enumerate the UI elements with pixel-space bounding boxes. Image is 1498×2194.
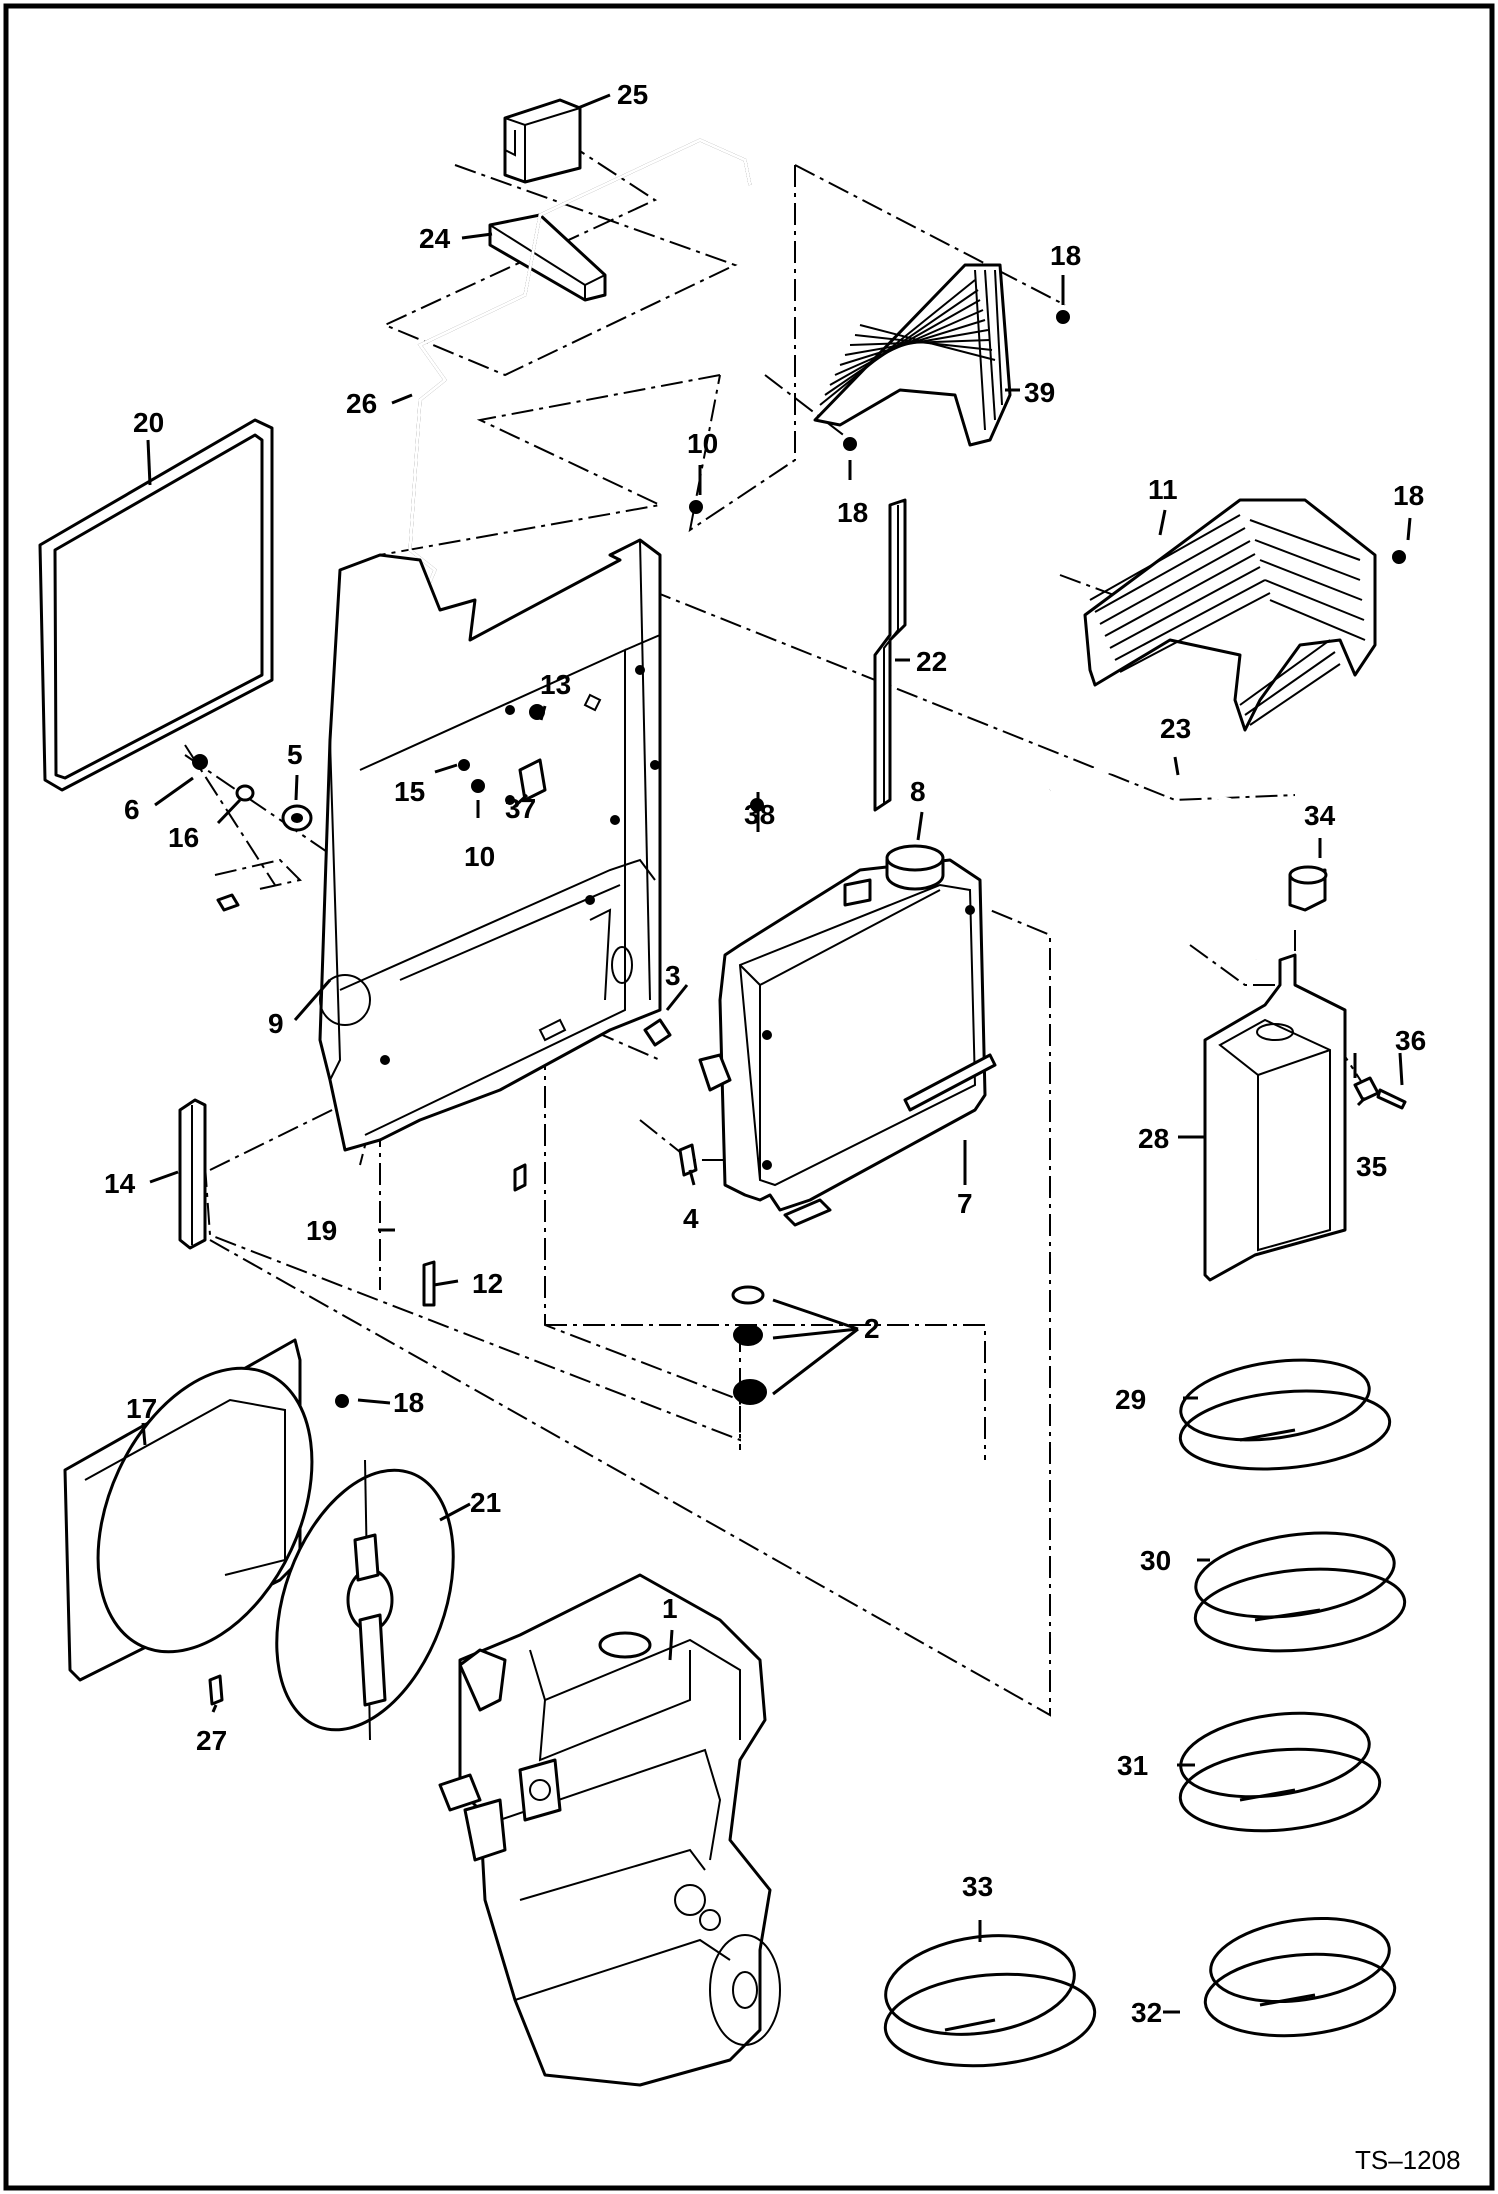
bolt [216, 893, 240, 912]
callout-5: 5 [287, 739, 303, 770]
part-2-mount [733, 1324, 763, 1346]
callout-33: 33 [962, 1871, 993, 1902]
callout-25: 25 [617, 79, 648, 110]
part-36-bolt [1376, 1088, 1407, 1110]
callout-22: 22 [916, 646, 947, 677]
part-2-washer [731, 1285, 765, 1305]
part-15-washer [458, 759, 470, 771]
part-19-bolt [513, 1163, 527, 1192]
callout-13: 13 [540, 669, 571, 700]
part-28-reservoir [1203, 953, 1347, 1282]
callout-26: 26 [346, 388, 377, 419]
callout-1: 1 [662, 1593, 678, 1624]
part-6-nut [192, 754, 208, 770]
part-17-fan-shroud [63, 1338, 314, 1682]
part-11-screen [1083, 498, 1377, 732]
callout-20: 20 [133, 407, 164, 438]
part-27-bolt [208, 1674, 224, 1706]
callout-4: 4 [683, 1203, 699, 1234]
callout-37: 37 [505, 793, 536, 824]
callout-17: 17 [126, 1393, 157, 1424]
part-37-bracket [518, 758, 547, 802]
callout-10b: 10 [464, 841, 495, 872]
callout-28: 28 [1138, 1123, 1169, 1154]
part-16-washer [235, 784, 255, 802]
part-18-screw-b [843, 437, 857, 451]
part-24-bar [488, 213, 607, 302]
part-10-nut-a [689, 500, 703, 514]
part-21-fan [275, 1459, 455, 1741]
callout-leaders [141, 93, 1412, 2014]
part-2-rubber [733, 1379, 767, 1405]
part-9-shroud-housing [318, 538, 662, 1152]
callout-2: 2 [864, 1313, 880, 1344]
part-33-hose [883, 1934, 1097, 2068]
part-31-hose [1178, 1711, 1382, 1833]
callout-24: 24 [419, 223, 451, 254]
part-23-hose [1048, 768, 1257, 961]
callout-29: 29 [1115, 1384, 1146, 1415]
part-7-radiator [718, 844, 997, 1227]
callout-8: 8 [910, 776, 926, 807]
callout-16: 16 [168, 822, 199, 853]
part-4-bolt [678, 1143, 698, 1177]
part-35-nut [1353, 1076, 1380, 1102]
callout-labels: 25 24 26 20 10 18 18 39 11 18 22 23 34 3… [104, 79, 1426, 2028]
part-20-gasket [38, 418, 274, 792]
callout-36: 36 [1395, 1025, 1426, 1056]
callout-3: 3 [665, 960, 681, 991]
callout-11: 11 [1148, 474, 1178, 505]
callout-18d: 18 [393, 1387, 424, 1418]
callout-38: 38 [744, 799, 775, 830]
part-1-engine [438, 1573, 781, 2087]
callout-6: 6 [124, 794, 140, 825]
callout-27: 27 [196, 1725, 227, 1756]
callout-7: 7 [957, 1188, 973, 1219]
part-10-nut-b [471, 779, 485, 793]
part-25-block [503, 98, 582, 184]
callout-32: 32 [1131, 1997, 1162, 2028]
callout-39: 39 [1024, 377, 1055, 408]
callout-15: 15 [394, 776, 425, 807]
part-12-bolt [422, 1260, 436, 1307]
part-39-screen [813, 263, 1012, 447]
part-22-seal-strip [873, 498, 907, 812]
callout-19: 19 [306, 1215, 337, 1246]
callout-31: 31 [1117, 1750, 1148, 1781]
drawing-code: TS–1208 [1355, 2145, 1461, 2175]
part-18-screw-c [1392, 550, 1406, 564]
callout-18b: 18 [837, 497, 868, 528]
callout-18c: 18 [1393, 480, 1424, 511]
callout-34: 34 [1304, 800, 1336, 831]
part-14-strip [178, 1098, 207, 1250]
callout-10a: 10 [687, 428, 718, 459]
part-34-cap [1288, 865, 1328, 912]
callout-9: 9 [268, 1008, 284, 1039]
part-3-clip [643, 1018, 672, 1047]
part-18-screw-a [1056, 310, 1070, 324]
part-29-hose [1178, 1358, 1392, 1471]
callout-30: 30 [1140, 1545, 1171, 1576]
part-3-bracket [698, 1053, 732, 1092]
part-26-tube [408, 138, 752, 625]
callout-18a: 18 [1050, 240, 1081, 271]
callout-35: 35 [1356, 1151, 1387, 1182]
callout-14: 14 [104, 1168, 136, 1199]
hardware [192, 310, 1407, 1706]
callout-21: 21 [470, 1487, 501, 1518]
part-30-hose [1193, 1531, 1407, 1653]
callout-12: 12 [472, 1268, 503, 1299]
part-18-screw-d [335, 1394, 349, 1408]
frame-border [3, 3, 1495, 2191]
callout-23: 23 [1160, 713, 1191, 744]
part-32-hose [1203, 1916, 1397, 2038]
